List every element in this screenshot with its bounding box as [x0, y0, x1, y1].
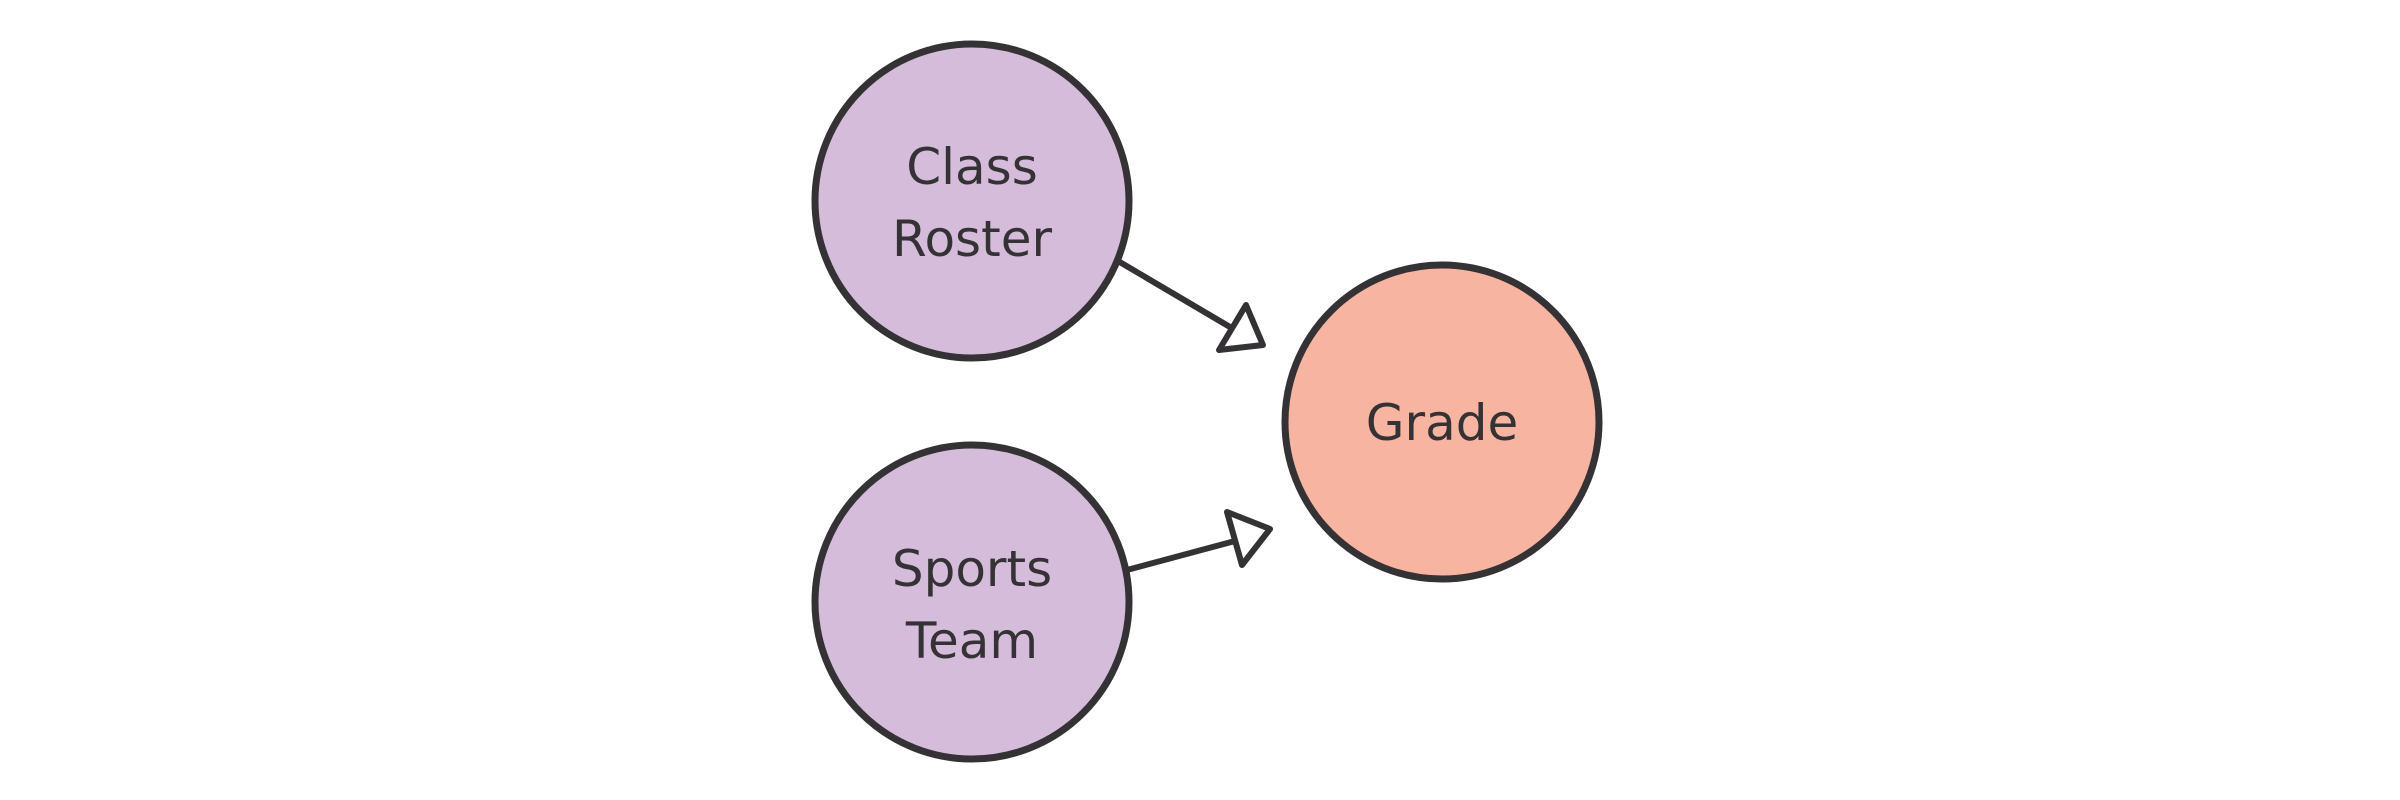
- edge-line: [1116, 258, 1232, 330]
- node-grade: Grade: [1281, 261, 1603, 583]
- node-label: Team: [905, 612, 1038, 670]
- node-circle: [811, 40, 1133, 362]
- arrowhead-icon: [1224, 509, 1273, 568]
- arrowhead-icon: [1216, 302, 1266, 353]
- node-circle: [811, 441, 1133, 763]
- edge-line: [1126, 538, 1236, 573]
- node-label: Roster: [892, 210, 1053, 268]
- node-label: Class: [906, 138, 1038, 196]
- edge-class-roster-to-grade: [1116, 258, 1266, 353]
- node-sports-team: Sports Team: [811, 441, 1133, 763]
- node-class-roster: Class Roster: [811, 40, 1133, 362]
- node-label: Grade: [1366, 394, 1518, 452]
- edge-sports-team-to-grade: [1126, 509, 1273, 573]
- node-label: Sports: [892, 540, 1052, 598]
- node-circle: [1281, 261, 1603, 583]
